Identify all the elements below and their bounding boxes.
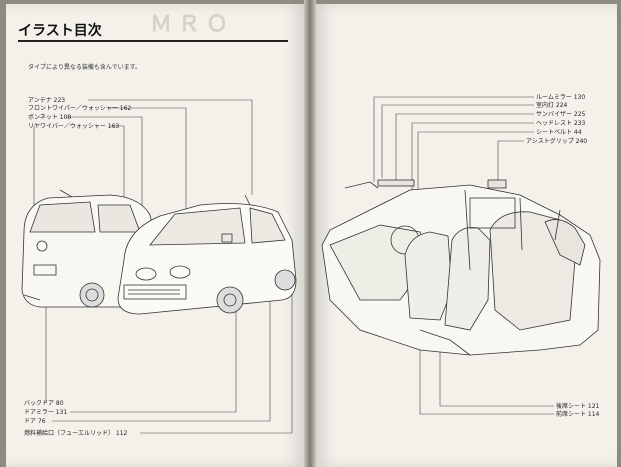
label-seatbelt: シートベルト 44 [536, 129, 582, 136]
exterior-leader-lines [33, 99, 293, 434]
label-back-door: バックドア 80 [24, 400, 64, 407]
label-assist-grip: アシストグリップ 240 [526, 138, 588, 145]
label-sun-visor: サンバイザー 225 [536, 111, 586, 118]
label-bonnet: ボンネット 108 [28, 114, 72, 121]
label-front-wiper: フロントワイパー／ウォッシャー 162 [28, 105, 132, 112]
label-antenna: アンテナ 223 [28, 97, 66, 104]
book-gutter [304, 0, 316, 467]
label-fuel-lid: 燃料補給口（フューエルリッド） 112 [24, 430, 128, 437]
show-through-text: ＭＲＯ [150, 12, 235, 37]
page-subtitle: タイプにより異なる装備も含んでいます。 [28, 64, 141, 71]
label-rear-wiper: リヤワイパー／ウォッシャー 163 [28, 123, 120, 130]
label-room-mirror: ルームミラー 130 [536, 94, 586, 101]
label-front-seat: 前席シート 114 [556, 411, 600, 418]
label-rear-seat: 後席シート 121 [556, 403, 600, 410]
label-room-lamp: 室内灯 224 [536, 102, 568, 109]
label-door-mirror: ドアミラー 131 [24, 409, 68, 416]
label-headrest: ヘッドレスト 233 [536, 120, 586, 127]
title-underline [18, 40, 288, 42]
interior-leader-lines [373, 96, 554, 415]
label-door: ドア 76 [24, 418, 46, 425]
car-interior-illustration [321, 179, 601, 356]
page-title: イラスト目次 [18, 23, 102, 39]
front-car-illustration [117, 194, 297, 315]
